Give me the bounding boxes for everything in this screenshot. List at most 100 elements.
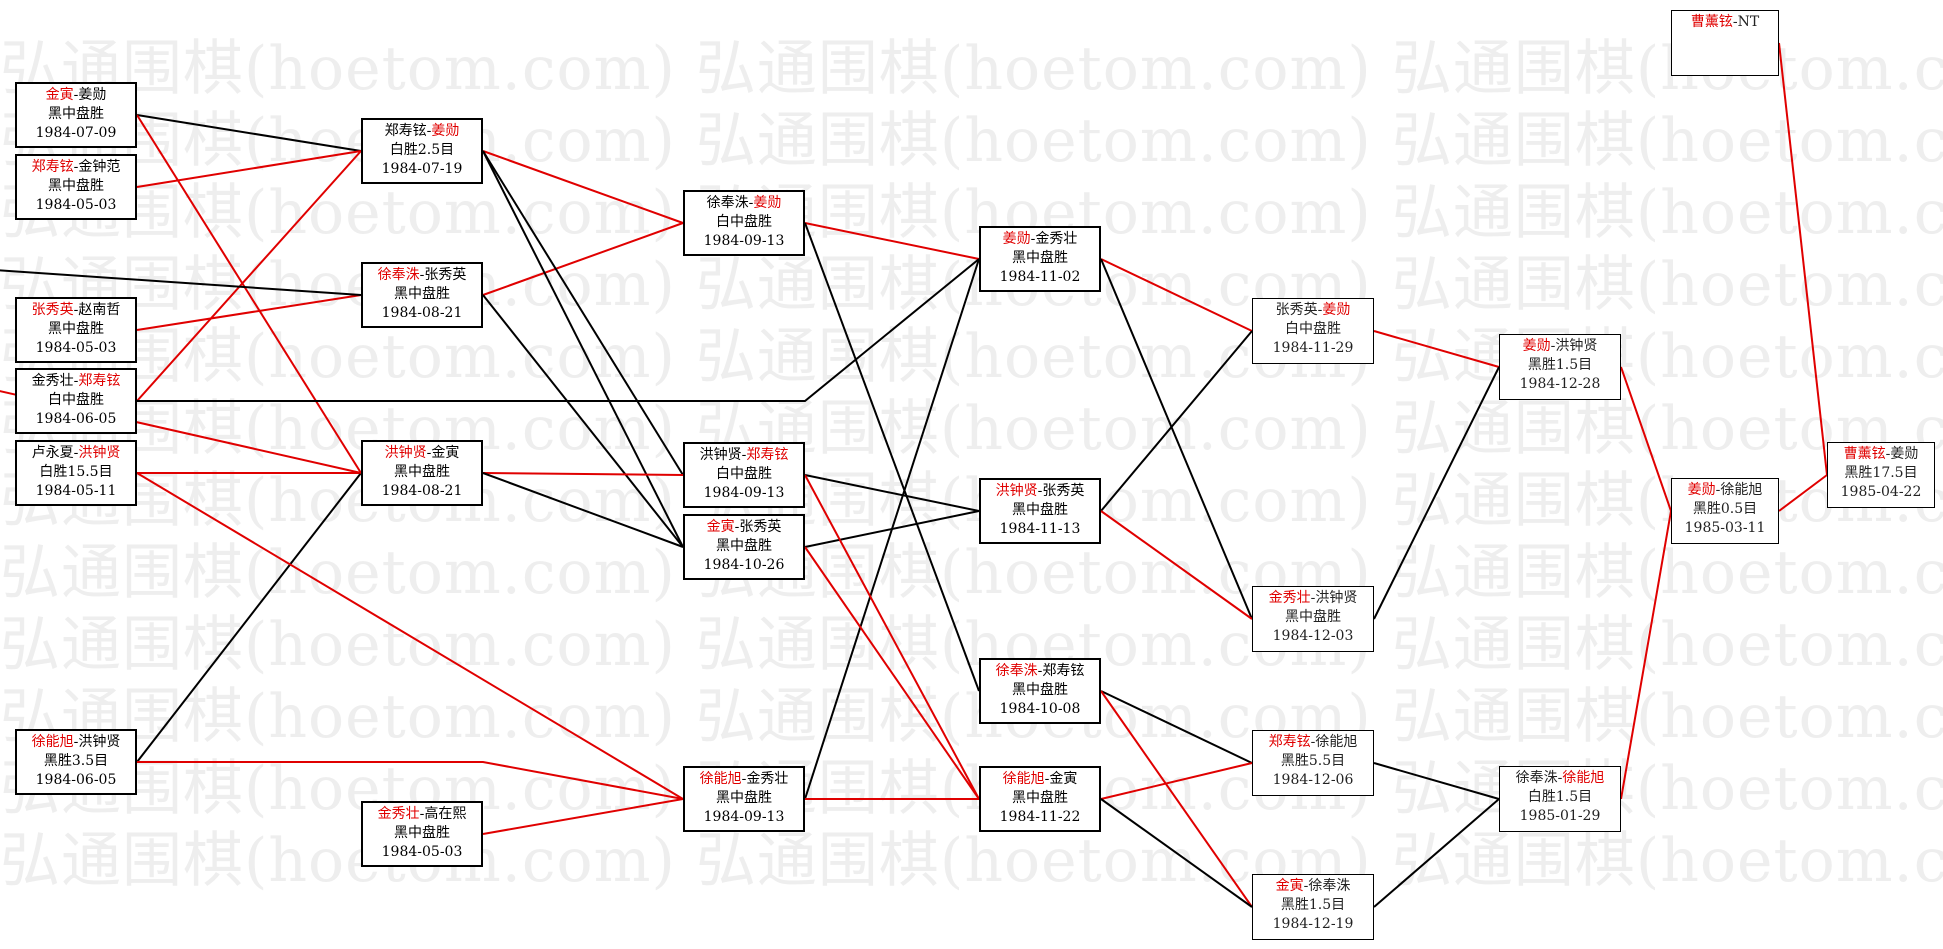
player-separator: - (73, 734, 79, 750)
player-black: 金秀壮 (1268, 590, 1311, 606)
player-separator: - (426, 123, 432, 139)
player-black: 徐能旭 (1002, 771, 1045, 787)
game-date: 1984-10-08 (999, 701, 1081, 717)
game-result: 黑中盘胜 (716, 790, 772, 806)
player-black: 曹薰铉 (1690, 14, 1733, 30)
player-white: 郑寿铉 (1042, 663, 1085, 679)
edge-g11-g17 (804, 222, 980, 692)
game-result: 白胜1.5目 (1527, 789, 1593, 805)
player-white: 洪钟贤 (78, 445, 121, 461)
game-players: 姜勋-徐能旭 (1672, 481, 1778, 500)
edge-g15-g19 (1100, 258, 1253, 332)
edge-g18-g21 (1100, 762, 1253, 800)
game-result: 白胜2.5目 (389, 142, 455, 158)
game-players: 徐奉洙-张秀英 (363, 266, 481, 285)
player-black: 张秀英 (1275, 302, 1318, 318)
game-date: 1984-11-02 (999, 269, 1081, 285)
player-white: 金秀壮 (1035, 231, 1078, 247)
player-black: 金秀壮 (377, 806, 420, 822)
edge-g3-g8 (136, 294, 362, 331)
game-date: 1984-12-03 (1272, 628, 1354, 644)
game-date: 1985-04-22 (1840, 484, 1922, 500)
player-separator: - (419, 267, 425, 283)
game-result: 黑胜5.5目 (1280, 753, 1346, 769)
edge-g23-g25 (1620, 366, 1672, 512)
edge-g5-g14 (136, 472, 684, 800)
player-white: 姜勋 (753, 195, 782, 211)
edge-g1-g7 (136, 114, 362, 152)
edge-g9-g13 (482, 472, 684, 548)
edge-g26-g27 (1778, 42, 1828, 476)
game-result: 黑中盘胜 (394, 286, 450, 302)
game-date: 1984-09-13 (703, 485, 785, 501)
player-black: 洪钟贤 (384, 445, 427, 461)
player-black: 郑寿铉 (31, 159, 74, 175)
edge-g7-g12 (482, 150, 684, 476)
game-date: 1984-08-21 (381, 483, 463, 499)
game-date: 1984-11-13 (999, 521, 1081, 537)
player-separator: - (1037, 483, 1043, 499)
edge-g12-g16 (804, 474, 980, 512)
player-black: 金寅 (1275, 878, 1304, 894)
edge-g16-g20 (1100, 510, 1253, 620)
player-separator: - (73, 302, 79, 318)
player-separator: - (73, 445, 79, 461)
game-result: 白中盘胜 (1285, 321, 1341, 337)
player-white: 郑寿铉 (746, 447, 789, 463)
player-separator: - (73, 159, 79, 175)
edge-g17-g21 (1100, 690, 1253, 764)
game-result: 黑胜1.5目 (1527, 357, 1593, 373)
player-separator: - (73, 87, 79, 103)
player-white: 金钟范 (78, 159, 121, 175)
edge-g18-g22 (1100, 798, 1253, 908)
game-date: 1984-05-03 (381, 844, 463, 860)
player-white: 高在熙 (424, 806, 467, 822)
player-separator: - (1310, 734, 1316, 750)
game-date: 1984-09-13 (703, 809, 785, 825)
game-result: 黑胜17.5目 (1844, 465, 1918, 481)
game-players: 金秀壮-郑寿铉 (17, 372, 135, 391)
player-black: 郑寿铉 (384, 123, 427, 139)
player-white: 金寅 (1049, 771, 1078, 787)
player-white: 金寅 (431, 445, 460, 461)
edge-g7-g11 (482, 150, 684, 224)
edge-g13-g16 (804, 510, 980, 548)
game-players: 郑寿铉-姜勋 (363, 122, 481, 141)
game-players: 洪钟贤-金寅 (363, 444, 481, 463)
player-white: 徐能旭 (1720, 482, 1763, 498)
player-separator: - (1732, 14, 1738, 30)
edge-g16-g19 (1100, 330, 1253, 512)
player-separator: - (741, 771, 747, 787)
player-separator: - (73, 373, 79, 389)
player-black: 金寅 (706, 519, 735, 535)
player-white: 洪钟贤 (78, 734, 121, 750)
edge-g24-g25 (1620, 510, 1672, 800)
edge-g9-g12 (482, 472, 684, 476)
game-players: 金秀壮-洪钟贤 (1253, 589, 1373, 608)
game-players: 卢永夏-洪钟贤 (17, 444, 135, 463)
player-black: 徐能旭 (699, 771, 742, 787)
player-black: 金寅 (45, 87, 74, 103)
edge-g22-g24 (1373, 798, 1500, 908)
game-result: 白中盘胜 (716, 214, 772, 230)
player-black: 金秀壮 (31, 373, 74, 389)
player-separator: - (734, 519, 740, 535)
edge-g15-g20 (1100, 258, 1253, 620)
game-players: 姜勋-洪钟贤 (1500, 337, 1620, 356)
game-players: 金寅-张秀英 (685, 518, 803, 537)
edge-g8-g13 (482, 294, 684, 548)
game-result: 黑中盘胜 (1012, 682, 1068, 698)
player-separator: - (1715, 482, 1721, 498)
player-white: 洪钟贤 (1555, 338, 1598, 354)
player-white: 赵南哲 (78, 302, 121, 318)
game-result: 黑胜3.5目 (43, 753, 109, 769)
